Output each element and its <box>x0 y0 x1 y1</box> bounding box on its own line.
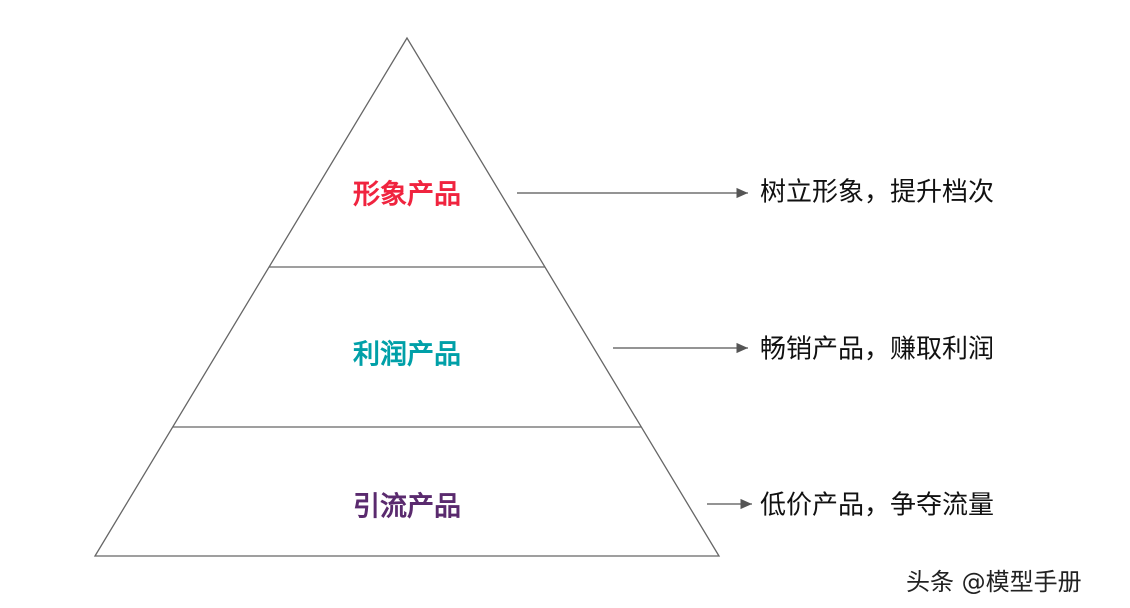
tier-desc-image: 树立形象，提升档次 <box>760 177 995 208</box>
tier-desc-traffic: 低价产品，争夺流量 <box>760 490 995 521</box>
tier-label-profit: 利润产品 <box>353 339 461 371</box>
pyramid-outline <box>93 36 721 557</box>
tier-label-traffic: 引流产品 <box>353 491 461 523</box>
tier-desc-profit: 畅销产品，赚取利润 <box>760 334 995 365</box>
tier-label-image: 形象产品 <box>353 179 461 211</box>
watermark: 头条 @模型手册 <box>906 568 1082 596</box>
